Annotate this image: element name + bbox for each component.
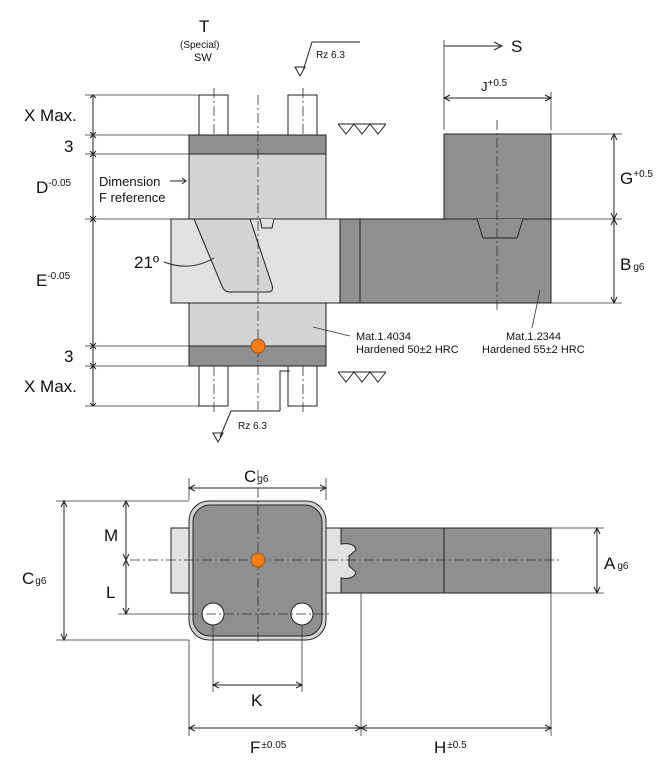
top-reference-marker <box>250 552 266 568</box>
pin-bottom-right <box>287 365 318 407</box>
mat1-line1: Mat.1.4034 <box>356 331 411 343</box>
l-dimension <box>122 558 130 616</box>
machining-symbol-top <box>337 123 387 135</box>
x-max-bottom-label: X Max. <box>24 377 77 396</box>
h-label: H±0.5 <box>434 738 467 757</box>
c-top-label: Cg6 <box>244 467 269 486</box>
d-label: D-0.05 <box>36 178 72 197</box>
angled-slot <box>193 218 273 293</box>
three-bottom-label: 3 <box>64 347 73 366</box>
rz-top-label: Rz 6.3 <box>316 50 345 61</box>
reference-marker <box>250 338 266 354</box>
dimension-ref-line2: F reference <box>99 190 165 205</box>
c-left-dimension <box>60 499 68 642</box>
l-label: L <box>106 583 115 602</box>
t-label: T <box>199 17 209 36</box>
f-dimension <box>187 724 363 732</box>
m-dimension <box>122 499 130 562</box>
k-dimension <box>211 681 304 689</box>
upper-collar <box>188 134 327 155</box>
special-label: (Special) <box>180 40 219 51</box>
t-slot <box>476 218 524 239</box>
machining-symbol-bottom <box>337 371 387 383</box>
c-top-dimension <box>187 484 328 492</box>
g-label: G+0.5 <box>620 169 653 188</box>
three-top-label: 3 <box>64 137 73 156</box>
slide-dark-end <box>339 218 361 304</box>
rz-bottom-label: Rz 6.3 <box>238 421 267 432</box>
angle-label: 21º <box>134 253 159 272</box>
mat2-line2: Hardened 55±2 HRC <box>482 344 585 356</box>
dimension-ref-line1: Dimension <box>99 174 160 189</box>
j-label: J+0.5 <box>481 78 508 94</box>
h-dimension <box>359 724 553 732</box>
m-label: M <box>104 526 118 545</box>
top-housing-inner <box>192 504 323 637</box>
top-driver-block <box>340 527 552 594</box>
pin-top-left <box>198 94 229 136</box>
a-dimension <box>593 526 601 595</box>
j-dimension <box>442 94 553 102</box>
surface-symbol-bottom <box>212 370 290 444</box>
g-b-dimension <box>610 132 618 305</box>
mat1-line2: Hardened 50±2 HRC <box>356 344 459 356</box>
s-label: S <box>511 37 522 56</box>
sw-label: SW <box>194 52 212 64</box>
surface-symbol-top <box>294 41 360 78</box>
f-label: F±0.05 <box>250 738 287 757</box>
k-label: K <box>251 691 263 710</box>
c-left-label: Cg6 <box>22 569 47 588</box>
pin-bottom-left <box>198 365 229 407</box>
pin-top-right <box>287 94 318 136</box>
e-label: E-0.05 <box>36 271 71 290</box>
x-max-top-label: X Max. <box>24 106 77 125</box>
mat2-line1: Mat.1.2344 <box>506 331 561 343</box>
s-arrow <box>444 41 504 51</box>
